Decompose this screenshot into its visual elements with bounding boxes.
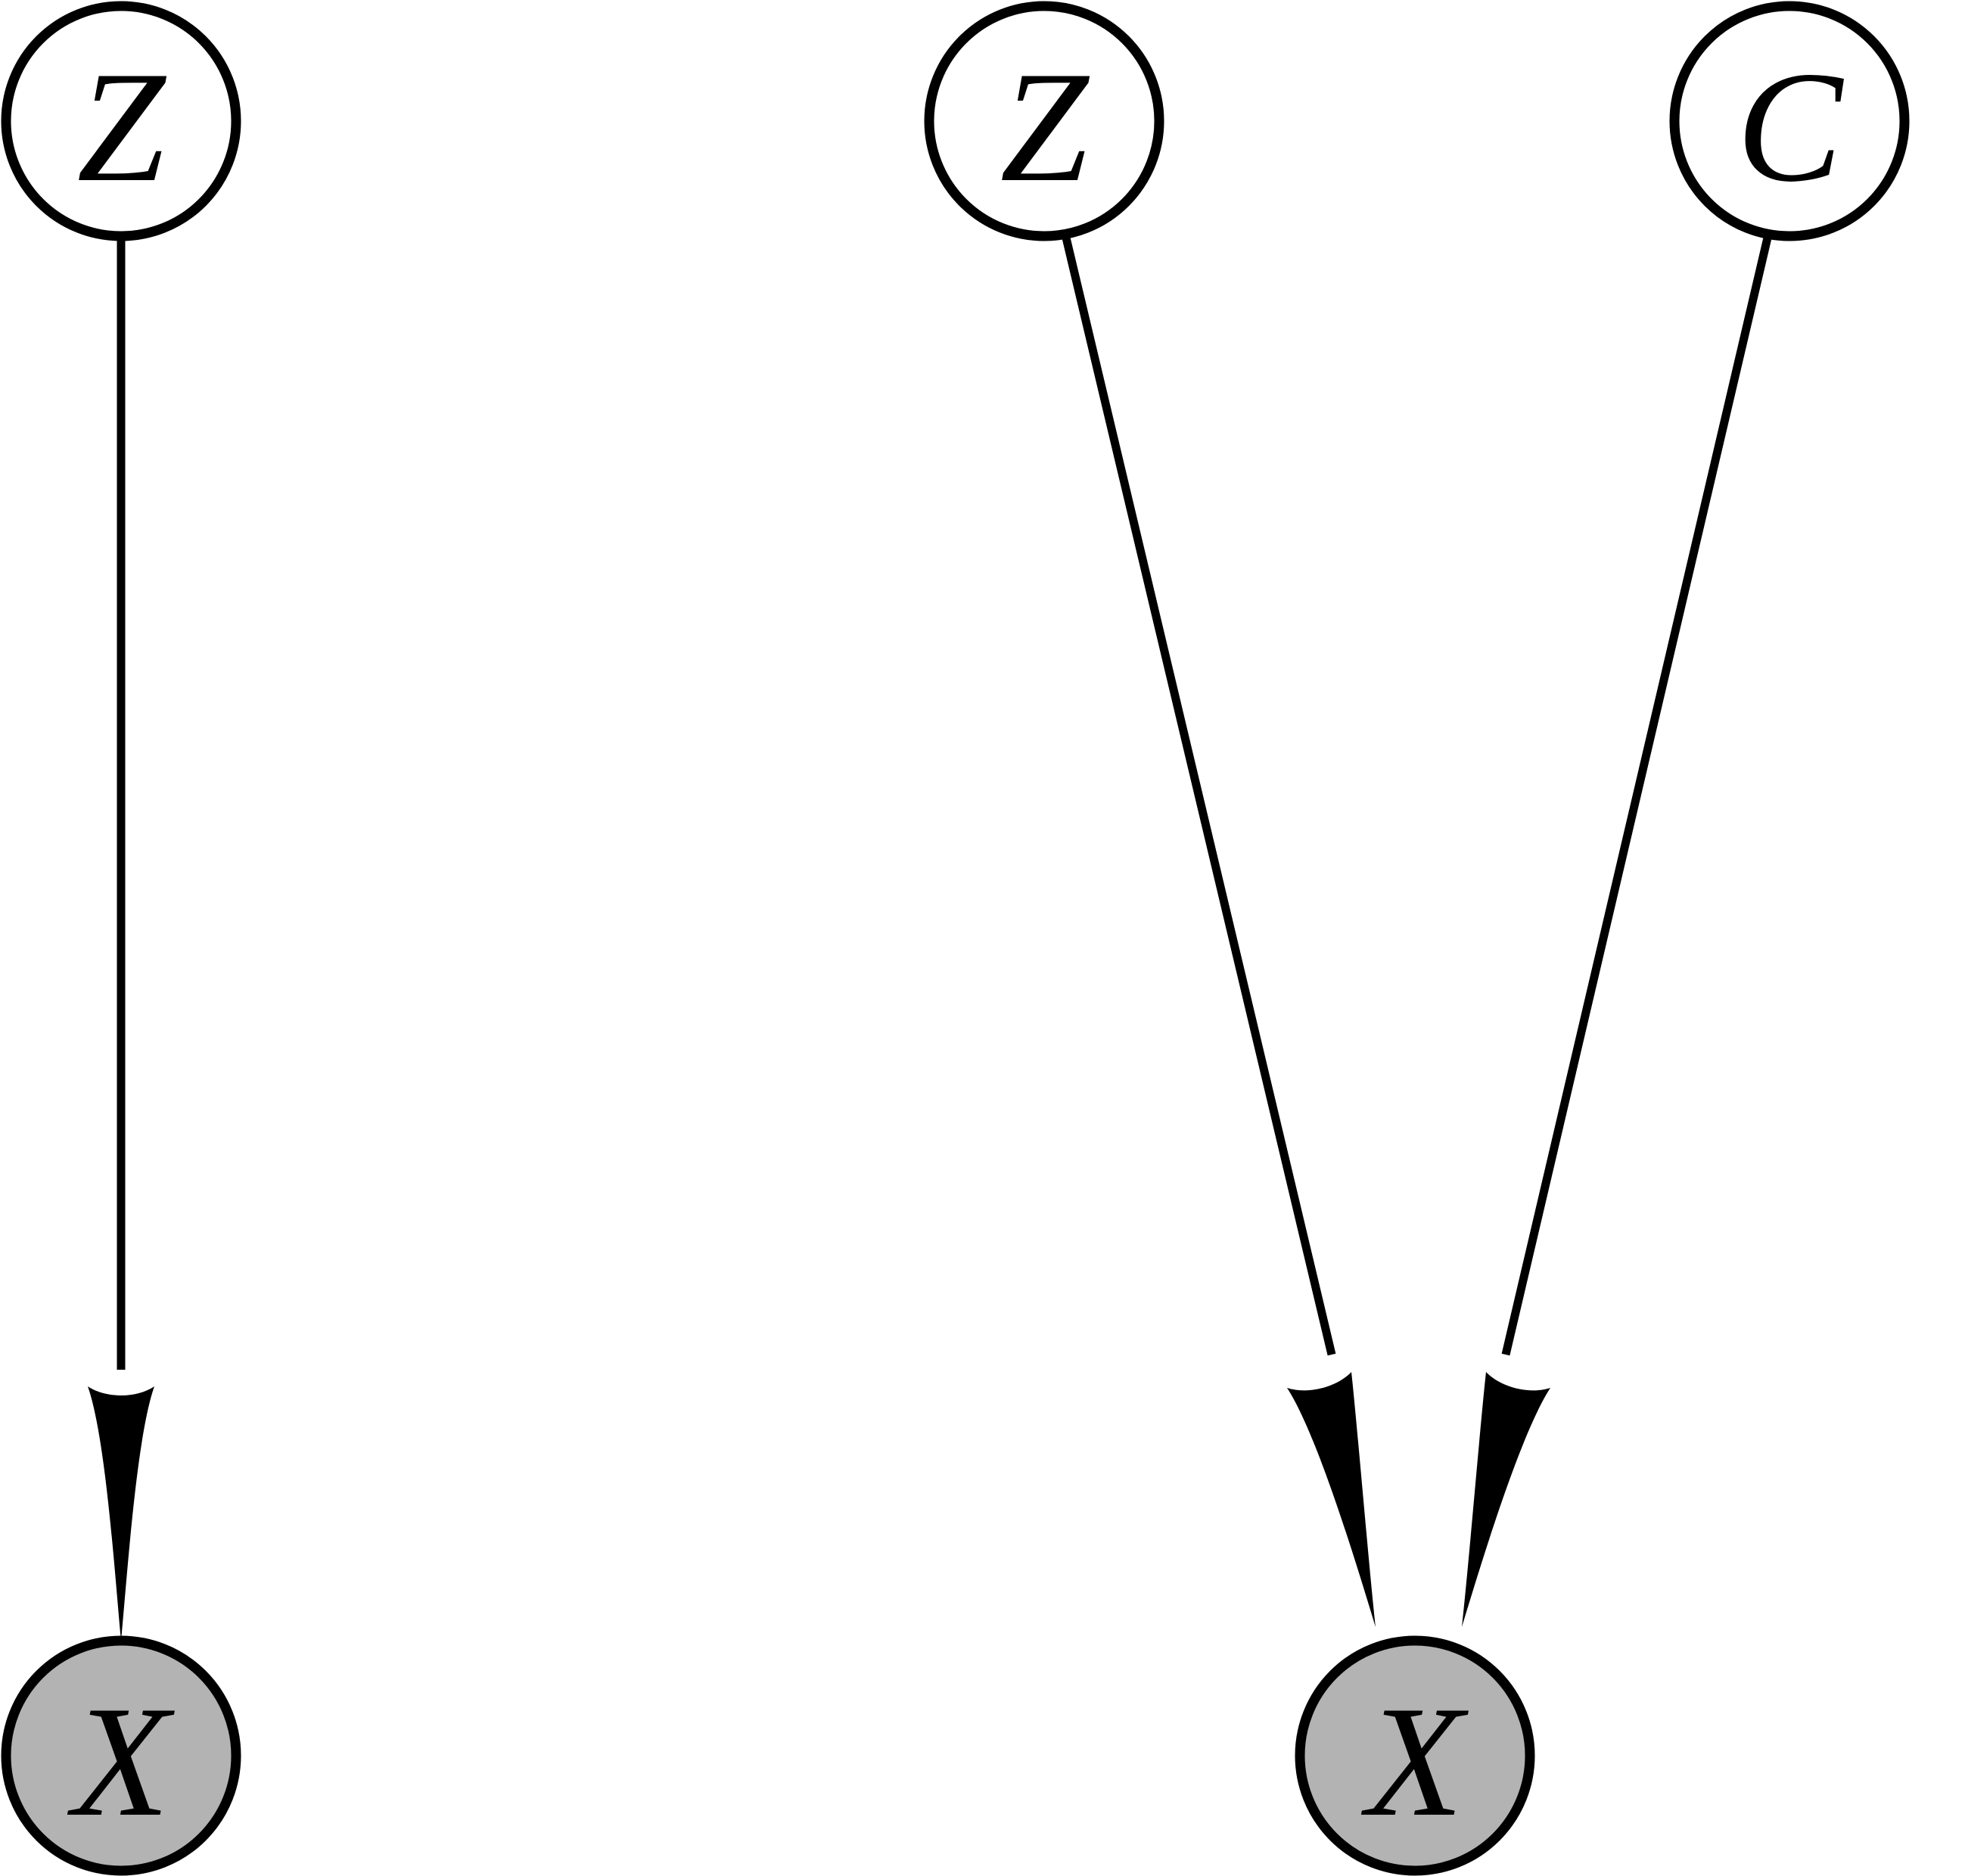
node-x-right[interactable]: X bbox=[1295, 1635, 1535, 1876]
node-label: Z bbox=[77, 39, 167, 215]
node-circle[interactable] bbox=[1295, 1635, 1535, 1876]
node-circle[interactable] bbox=[1, 1635, 241, 1876]
arrowhead-icon bbox=[1287, 1372, 1376, 1627]
edge-c-right-to-x-right bbox=[1462, 233, 1773, 1627]
arrowhead-icon bbox=[1462, 1372, 1550, 1627]
node-z-left[interactable]: Z bbox=[1, 1, 241, 241]
node-circle[interactable] bbox=[1669, 1, 1910, 241]
node-circle[interactable] bbox=[924, 1, 1164, 241]
right-panel: Z C X bbox=[924, 1, 1910, 1876]
edge-line bbox=[1501, 233, 1773, 1356]
left-panel: Z X bbox=[1, 1, 241, 1876]
node-z-right[interactable]: Z bbox=[924, 1, 1164, 241]
node-circle[interactable] bbox=[1, 1, 241, 241]
node-label: Z bbox=[1000, 39, 1090, 215]
node-c-right[interactable]: C bbox=[1669, 1, 1910, 241]
node-label: C bbox=[1736, 39, 1845, 215]
node-label: X bbox=[1361, 1674, 1469, 1850]
node-x-left[interactable]: X bbox=[1, 1635, 241, 1876]
edge-z-right-to-x-right bbox=[1061, 233, 1376, 1627]
arrowhead-icon bbox=[88, 1386, 154, 1641]
edge-z-left-to-x-left bbox=[88, 236, 154, 1641]
edge-line bbox=[1061, 233, 1336, 1356]
node-label: X bbox=[67, 1674, 176, 1850]
